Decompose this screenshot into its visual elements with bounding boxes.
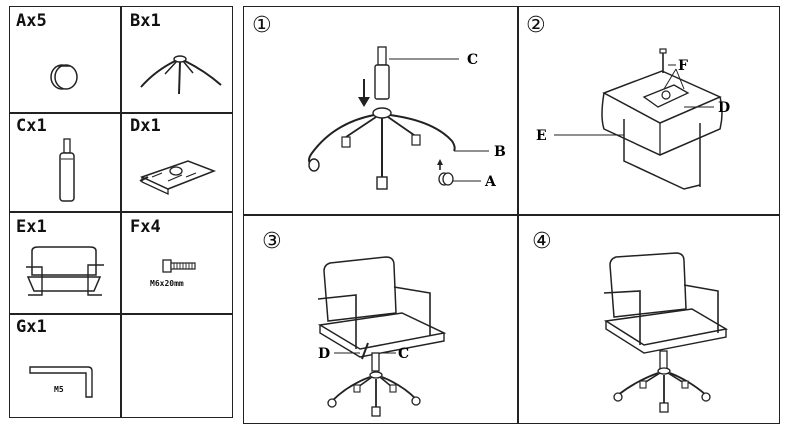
step-4-finished-chair-illustration xyxy=(603,252,729,413)
callout-d-step3: D xyxy=(318,346,330,362)
star-base-icon xyxy=(140,55,222,95)
callout-f: F xyxy=(678,58,688,74)
allen-key-icon xyxy=(29,366,93,398)
step-number-4: ④ xyxy=(532,229,552,254)
part-label-d: Dx1 xyxy=(130,116,161,136)
callout-d: D xyxy=(718,100,730,116)
part-label-c: Cx1 xyxy=(16,116,47,136)
part-label-f: Fx4 xyxy=(130,217,161,237)
step-number-3: ③ xyxy=(262,229,282,254)
step-2-mechanism-illustration: E F D xyxy=(536,48,730,190)
parts-grid-divider xyxy=(10,112,232,114)
assembly-steps-panel: ① C B A ② xyxy=(243,6,780,424)
parts-grid-divider xyxy=(10,313,232,315)
steps-grid-divider xyxy=(244,214,779,216)
bolt-size-note: M6x20mm xyxy=(150,279,184,288)
bolt-icon xyxy=(162,259,196,273)
step-3-attach-illustration: D C xyxy=(317,256,447,417)
part-label-b: Bx1 xyxy=(130,11,161,31)
callout-c-step3: C xyxy=(398,346,409,362)
chair-seat-icon xyxy=(26,246,104,296)
gas-cylinder-icon xyxy=(59,138,75,202)
step-1-base-assembly-illustration: C B A xyxy=(308,46,506,190)
callout-a: A xyxy=(484,174,497,190)
caster-wheel-icon xyxy=(50,64,78,90)
callout-b: B xyxy=(494,144,506,160)
callout-c: C xyxy=(467,52,478,68)
step-number-2: ② xyxy=(526,13,546,38)
callout-e: E xyxy=(536,128,547,144)
parts-list-panel: Ax5 Bx1 Cx1 Dx1 Ex1 Fx4 xyxy=(9,6,233,418)
step-number-1: ① xyxy=(252,13,272,38)
part-label-g: Gx1 xyxy=(16,317,47,337)
seat-mechanism-icon xyxy=(139,160,217,196)
part-label-e: Ex1 xyxy=(16,217,47,237)
part-label-a: Ax5 xyxy=(16,11,47,31)
parts-grid-divider xyxy=(10,211,232,213)
allen-key-size-note: M5 xyxy=(54,385,64,394)
